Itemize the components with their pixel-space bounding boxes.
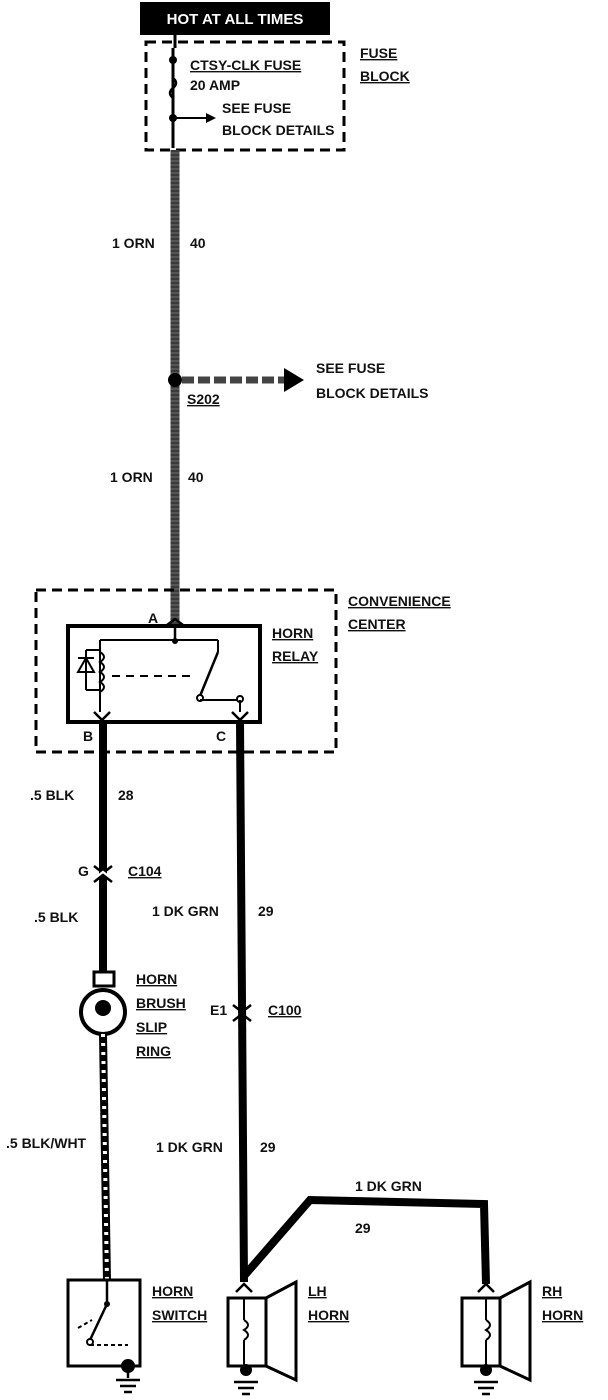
fuse-block-label-2: BLOCK bbox=[360, 68, 410, 84]
lh-horn-line2: HORN bbox=[308, 1307, 349, 1323]
arrow-icon-splice bbox=[284, 368, 304, 392]
wire-mid-label: 1 ORN bbox=[110, 469, 153, 485]
coil-icon bbox=[98, 651, 105, 693]
rh-horn-icon bbox=[460, 1279, 532, 1396]
c100-pin: E1 bbox=[210, 1002, 227, 1018]
wire-c-low-circuit: 29 bbox=[260, 1139, 276, 1155]
slip-line2: BRUSH bbox=[136, 995, 186, 1011]
fuse-rating: 20 AMP bbox=[190, 77, 240, 93]
wire-b-low-label: .5 BLK/WHT bbox=[6, 1135, 87, 1151]
wire-b-top-label: .5 BLK bbox=[30, 787, 74, 803]
splice-s202 bbox=[168, 373, 182, 387]
splice-id: S202 bbox=[187, 391, 220, 407]
wire-top-circuit: 40 bbox=[190, 235, 206, 251]
wire-rh-branch bbox=[240, 1195, 490, 1285]
splice-see-line1: SEE FUSE bbox=[316, 360, 385, 376]
wire-c-low-label: 1 DK GRN bbox=[156, 1139, 223, 1155]
fuse-name: CTSY-CLK FUSE bbox=[190, 57, 301, 73]
slip-line3: SLIP bbox=[136, 1019, 167, 1035]
fuse-symbol bbox=[168, 77, 178, 99]
arrow-icon bbox=[206, 113, 216, 123]
wire-b-mid-label: .5 BLK bbox=[34, 909, 78, 925]
slip-line4: RING bbox=[136, 1043, 171, 1059]
lh-horn-line1: LH bbox=[308, 1283, 327, 1299]
header-label: HOT AT ALL TIMES bbox=[167, 11, 304, 28]
rh-horn-line2: HORN bbox=[542, 1307, 583, 1323]
relay-contact-icon bbox=[198, 651, 220, 697]
convenience-center-box bbox=[34, 588, 338, 754]
wire-dk-grn bbox=[236, 721, 248, 1283]
wire-mid-circuit: 40 bbox=[188, 469, 204, 485]
splice-see-line2: BLOCK DETAILS bbox=[316, 385, 429, 401]
c100-id: C100 bbox=[268, 1002, 302, 1018]
horn-switch-box bbox=[66, 1278, 142, 1368]
fuse-block-box bbox=[144, 40, 346, 152]
relay-term-a: A bbox=[148, 610, 158, 626]
fuse-block-label-1: FUSE bbox=[360, 45, 397, 61]
c104-id: C104 bbox=[128, 863, 162, 879]
wire-top-label: 1 ORN bbox=[112, 235, 155, 251]
slip-line1: HORN bbox=[136, 971, 177, 987]
lh-horn-icon bbox=[226, 1279, 298, 1396]
wire-rh-label: 1 DK GRN bbox=[355, 1178, 422, 1194]
relay-line2: RELAY bbox=[272, 648, 319, 664]
wire-rh-circuit: 29 bbox=[355, 1220, 371, 1236]
wire-b-top-circuit: 28 bbox=[118, 787, 134, 803]
relay-term-c: C bbox=[216, 728, 226, 744]
switch-line1: HORN bbox=[152, 1283, 193, 1299]
rh-horn-line1: RH bbox=[542, 1283, 562, 1299]
switch-line2: SWITCH bbox=[152, 1307, 207, 1323]
convenience-line1: CONVENIENCE bbox=[348, 593, 451, 609]
wire-c-top-label: 1 DK GRN bbox=[152, 903, 219, 919]
fuse-see-line2: BLOCK DETAILS bbox=[222, 122, 335, 138]
convenience-line2: CENTER bbox=[348, 616, 406, 632]
relay-line1: HORN bbox=[272, 625, 313, 641]
fuse-see-line1: SEE FUSE bbox=[222, 100, 291, 116]
header-box bbox=[140, 2, 330, 35]
wire-blk-wht bbox=[99, 1033, 111, 1283]
wire-c-top-circuit: 29 bbox=[258, 903, 274, 919]
c104-pin: G bbox=[78, 863, 89, 879]
switch-contact-icon bbox=[88, 1303, 109, 1341]
relay-term-b: B bbox=[83, 728, 93, 744]
